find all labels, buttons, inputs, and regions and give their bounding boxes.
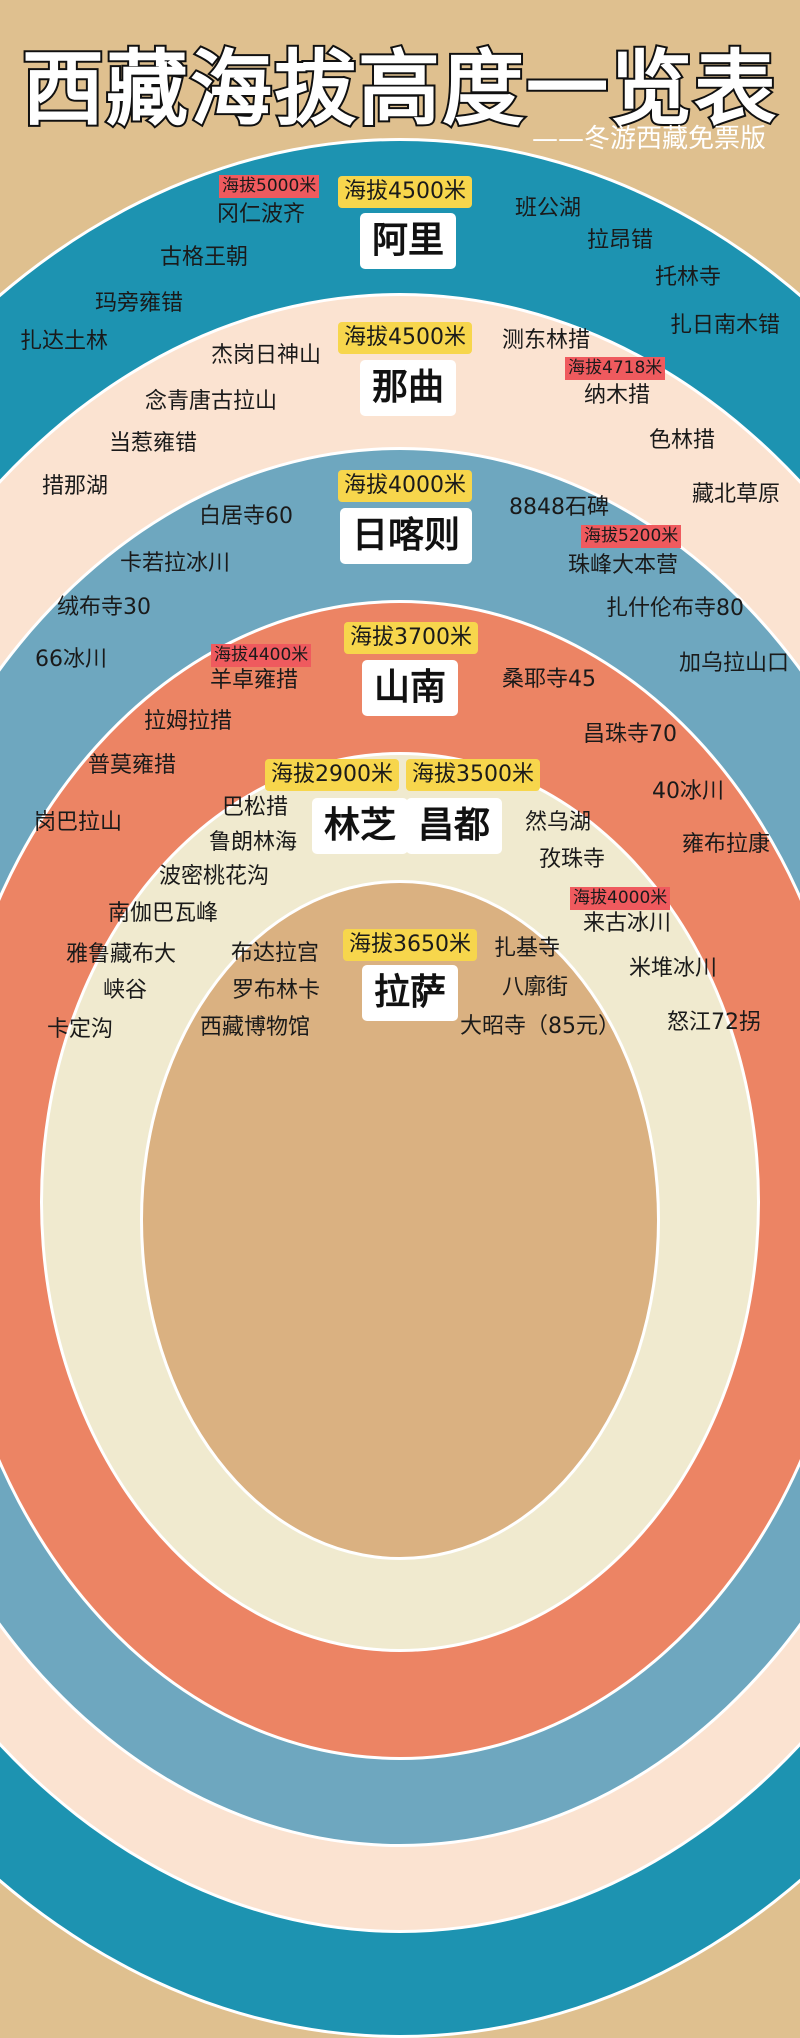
spot-label: 40冰川	[652, 779, 724, 804]
spot-label: 岗巴拉山	[34, 810, 123, 835]
page-title: 西藏海拔高度一览表	[20, 40, 778, 139]
spot-label: 罗布林卡	[232, 978, 321, 1003]
spot-label: 巴松措	[222, 795, 289, 820]
spot-altitude-tag: 海拔4400米	[211, 644, 312, 667]
region-lasa: 拉萨	[362, 965, 459, 1021]
spot-label: 布达拉宫	[231, 941, 320, 966]
spot-label: 怒江72拐	[667, 1010, 761, 1035]
spot-label: 孜珠寺	[539, 847, 606, 872]
spot-label: 西藏博物馆	[200, 1015, 311, 1040]
spot-label: 来古冰川	[583, 911, 672, 936]
spot-label: 羊卓雍措	[210, 668, 299, 693]
spot-label: 然乌湖	[525, 810, 592, 835]
altitude-tag-linzhi: 海拔2900米	[265, 759, 399, 792]
page-subtitle: ——冬游西藏免票版	[531, 124, 766, 154]
spot-label: 拉昂错	[587, 228, 654, 253]
spot-label: 66冰川	[35, 647, 107, 672]
spot-label: 8848石碑	[509, 495, 609, 520]
spot-label: 拉姆拉措	[144, 709, 233, 734]
spot-label: 班公湖	[515, 196, 582, 221]
spot-label: 桑耶寺45	[502, 667, 596, 692]
spot-altitude-tag: 海拔4000米	[570, 887, 671, 910]
spot-label: 扎什伦布寺80	[606, 596, 744, 621]
spot-label: 大昭寺（85元）	[460, 1014, 620, 1039]
spot-label: 雅鲁藏布大	[66, 942, 177, 967]
altitude-tag-lasa: 海拔3650米	[343, 929, 477, 962]
spot-altitude-tag: 海拔4718米	[565, 357, 666, 380]
spot-label: 普莫雍措	[88, 753, 177, 778]
spot-label: 八廓街	[502, 975, 569, 1000]
region-ali: 阿里	[360, 213, 457, 269]
spot-label: 当惹雍错	[109, 431, 198, 456]
altitude-tag-changdu: 海拔3500米	[406, 759, 540, 792]
altitude-tag-rikaze: 海拔4000米	[338, 470, 472, 503]
region-changdu: 昌都	[406, 798, 503, 854]
region-naqu: 那曲	[360, 360, 457, 416]
spot-label: 鲁朗林海	[209, 830, 298, 855]
spot-label: 藏北草原	[692, 482, 781, 507]
spot-label: 色林措	[649, 428, 716, 453]
spot-label: 纳木措	[584, 383, 651, 408]
region-rikaze: 日喀则	[340, 508, 473, 564]
spot-label: 托林寺	[655, 265, 722, 290]
spot-label: 珠峰大本营	[568, 553, 679, 578]
spot-label: 绒布寺30	[57, 595, 151, 620]
spot-label: 加乌拉山口	[679, 651, 790, 676]
spot-altitude-tag: 海拔5200米	[581, 525, 682, 548]
spot-label: 雍布拉康	[682, 832, 771, 857]
region-shannan: 山南	[362, 660, 459, 716]
spot-label: 卡若拉冰川	[120, 551, 231, 576]
spot-label: 扎达土林	[20, 329, 109, 354]
spot-label: 冈仁波齐	[217, 202, 306, 227]
altitude-tag-ali: 海拔4500米	[338, 176, 472, 209]
spot-label: 波密桃花沟	[159, 864, 270, 889]
spot-label: 玛旁雍错	[95, 291, 184, 316]
altitude-tag-naqu: 海拔4500米	[338, 322, 472, 355]
spot-label: 杰岗日神山	[211, 343, 322, 368]
spot-label: 昌珠寺70	[583, 722, 677, 747]
spot-label: 米堆冰川	[629, 956, 718, 981]
spot-altitude-tag: 海拔5000米	[219, 175, 320, 198]
spot-label: 念青唐古拉山	[145, 389, 278, 414]
spot-label: 扎基寺	[494, 936, 561, 961]
spot-label: 测东林措	[502, 328, 591, 353]
region-linzhi: 林芝	[312, 798, 409, 854]
spot-label: 古格王朝	[160, 245, 249, 270]
spot-label: 扎日南木错	[670, 313, 781, 338]
spot-label: 峡谷	[103, 978, 148, 1003]
spot-label: 南伽巴瓦峰	[108, 901, 219, 926]
spot-label: 白居寺60	[199, 504, 293, 529]
spot-label: 措那湖	[42, 474, 109, 499]
altitude-tag-shannan: 海拔3700米	[344, 622, 478, 655]
spot-label: 卡定沟	[47, 1017, 114, 1042]
